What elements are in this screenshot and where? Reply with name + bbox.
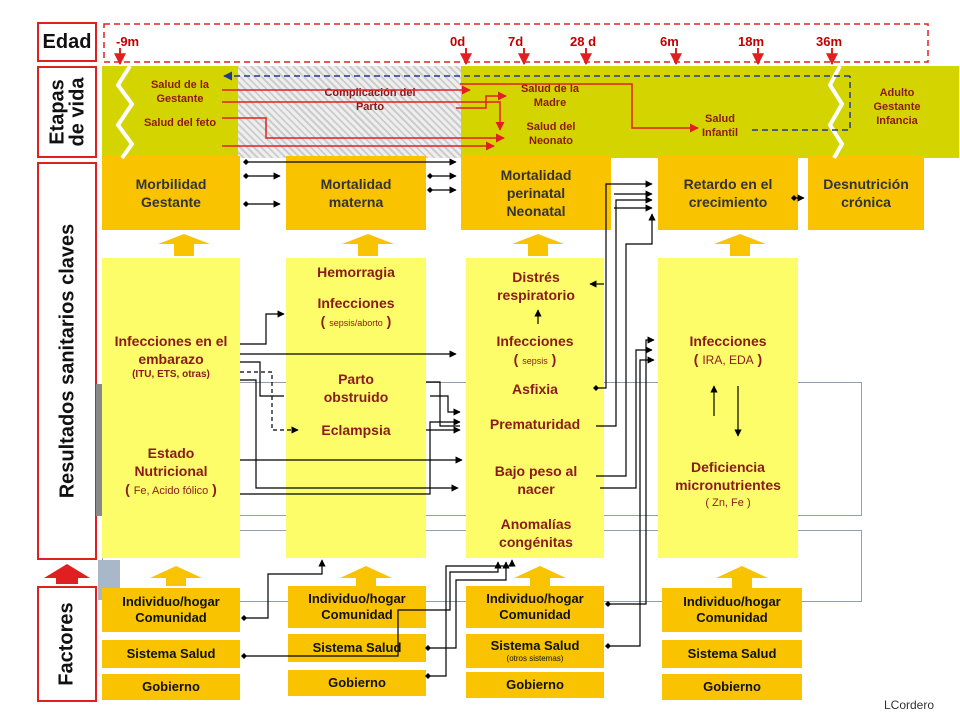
factores-red-arrow	[44, 564, 90, 584]
internal-flows	[240, 180, 742, 495]
stage-arrows	[222, 83, 699, 151]
individuo-box-4: Individuo/hogar Comunidad	[662, 588, 802, 632]
adulto-label: Adulto Gestante Infancia	[873, 87, 921, 127]
individuo-box-1: Individuo/hogar Comunidad	[102, 588, 240, 632]
column-gestante	[102, 258, 240, 558]
gobierno-box-2: Gobierno	[288, 670, 426, 696]
edad-label-box: Edad	[37, 22, 97, 62]
age-28d: 28 d	[570, 34, 597, 49]
salud-infantil-label: Salud Infantil	[701, 113, 739, 139]
age-pins	[114, 48, 838, 66]
column-infantil	[658, 258, 798, 558]
factor-links	[241, 336, 655, 679]
age-0d: 0d	[450, 34, 466, 49]
gobierno-box-4: Gobierno	[662, 674, 802, 700]
wave-left	[115, 64, 135, 160]
deficiencia-label: Deficiencia micronutrientes ( Zn, Fe )	[675, 459, 781, 509]
age-36m: 36m	[816, 34, 843, 49]
gobierno-box-1: Gobierno	[102, 674, 240, 700]
gray-accent	[96, 384, 102, 516]
column-parto	[286, 258, 426, 558]
desnutricion-box: Desnutrición crónica	[808, 156, 924, 230]
outcome-connectors	[243, 158, 805, 212]
edad-label: Edad	[42, 31, 92, 53]
wave-right	[827, 65, 845, 159]
infecciones-neonatal-label: Infecciones ( sepsis )	[496, 333, 574, 367]
morbilidad-gestante-box: Morbilidad Gestante	[102, 156, 240, 230]
parto-obstruido-label: Parto obstruido	[323, 371, 389, 405]
infecciones-parto-label: Infecciones ( sepsis/aborto )	[317, 295, 395, 329]
retardo-crecimiento-box: Retardo en el crecimiento	[658, 156, 798, 230]
salud-madre-label: Salud de la Madre	[520, 83, 580, 109]
asfixia-label: Asfixia	[512, 381, 558, 397]
sistema-box-4: Sistema Salud	[662, 640, 802, 668]
mortalidad-materna-box: Mortalidad materna	[286, 156, 426, 230]
stage-band-hatched	[238, 66, 461, 158]
up-arrows	[150, 234, 768, 588]
prematuridad-label: Prematuridad	[489, 416, 581, 432]
gobierno-box-3: Gobierno	[466, 672, 604, 698]
stage-band-right	[461, 66, 959, 158]
age-minus9m: -9m	[116, 34, 140, 49]
author-credit: LCordero	[884, 698, 935, 712]
age-timeline-frame	[103, 23, 929, 63]
mortalidad-perinatal-box: Mortalidad perinatal Neonatal	[461, 156, 611, 230]
estado-nutricional-label: Estado Nutricional ( Fe, Acido fólico )	[125, 445, 217, 497]
salud-neonato-label: Salud del Neonato	[526, 121, 576, 147]
age-7d: 7d	[508, 34, 524, 49]
bajo-peso-label: Bajo peso al nacer	[494, 463, 578, 497]
hemorragia-label: Hemorragia	[317, 264, 395, 280]
age-18m: 18m	[738, 34, 765, 49]
salud-gestante-label: Salud de la Gestante	[150, 79, 210, 105]
factores-label-box: Factores	[37, 586, 97, 702]
resultados-label-box: Resultados sanitarios claves	[37, 162, 97, 560]
sistema-box-1: Sistema Salud	[102, 640, 240, 668]
age-6m: 6m	[660, 34, 679, 49]
salud-feto-label: Salud del feto	[143, 117, 217, 129]
feedback-dashed-bottom	[752, 76, 851, 131]
infecciones-infantil-label: Infecciones ( IRA, EDA )	[689, 333, 767, 367]
column-neonatal	[466, 258, 604, 558]
eclampsia-label: Eclampsia	[321, 422, 391, 438]
infecciones-embarazo-label: Infecciones en el embarazo (ITU, ETS, ot…	[114, 333, 228, 380]
distres-label: Distrés respiratorio	[497, 269, 575, 303]
anomalias-label: Anomalías congénitas	[499, 516, 573, 550]
